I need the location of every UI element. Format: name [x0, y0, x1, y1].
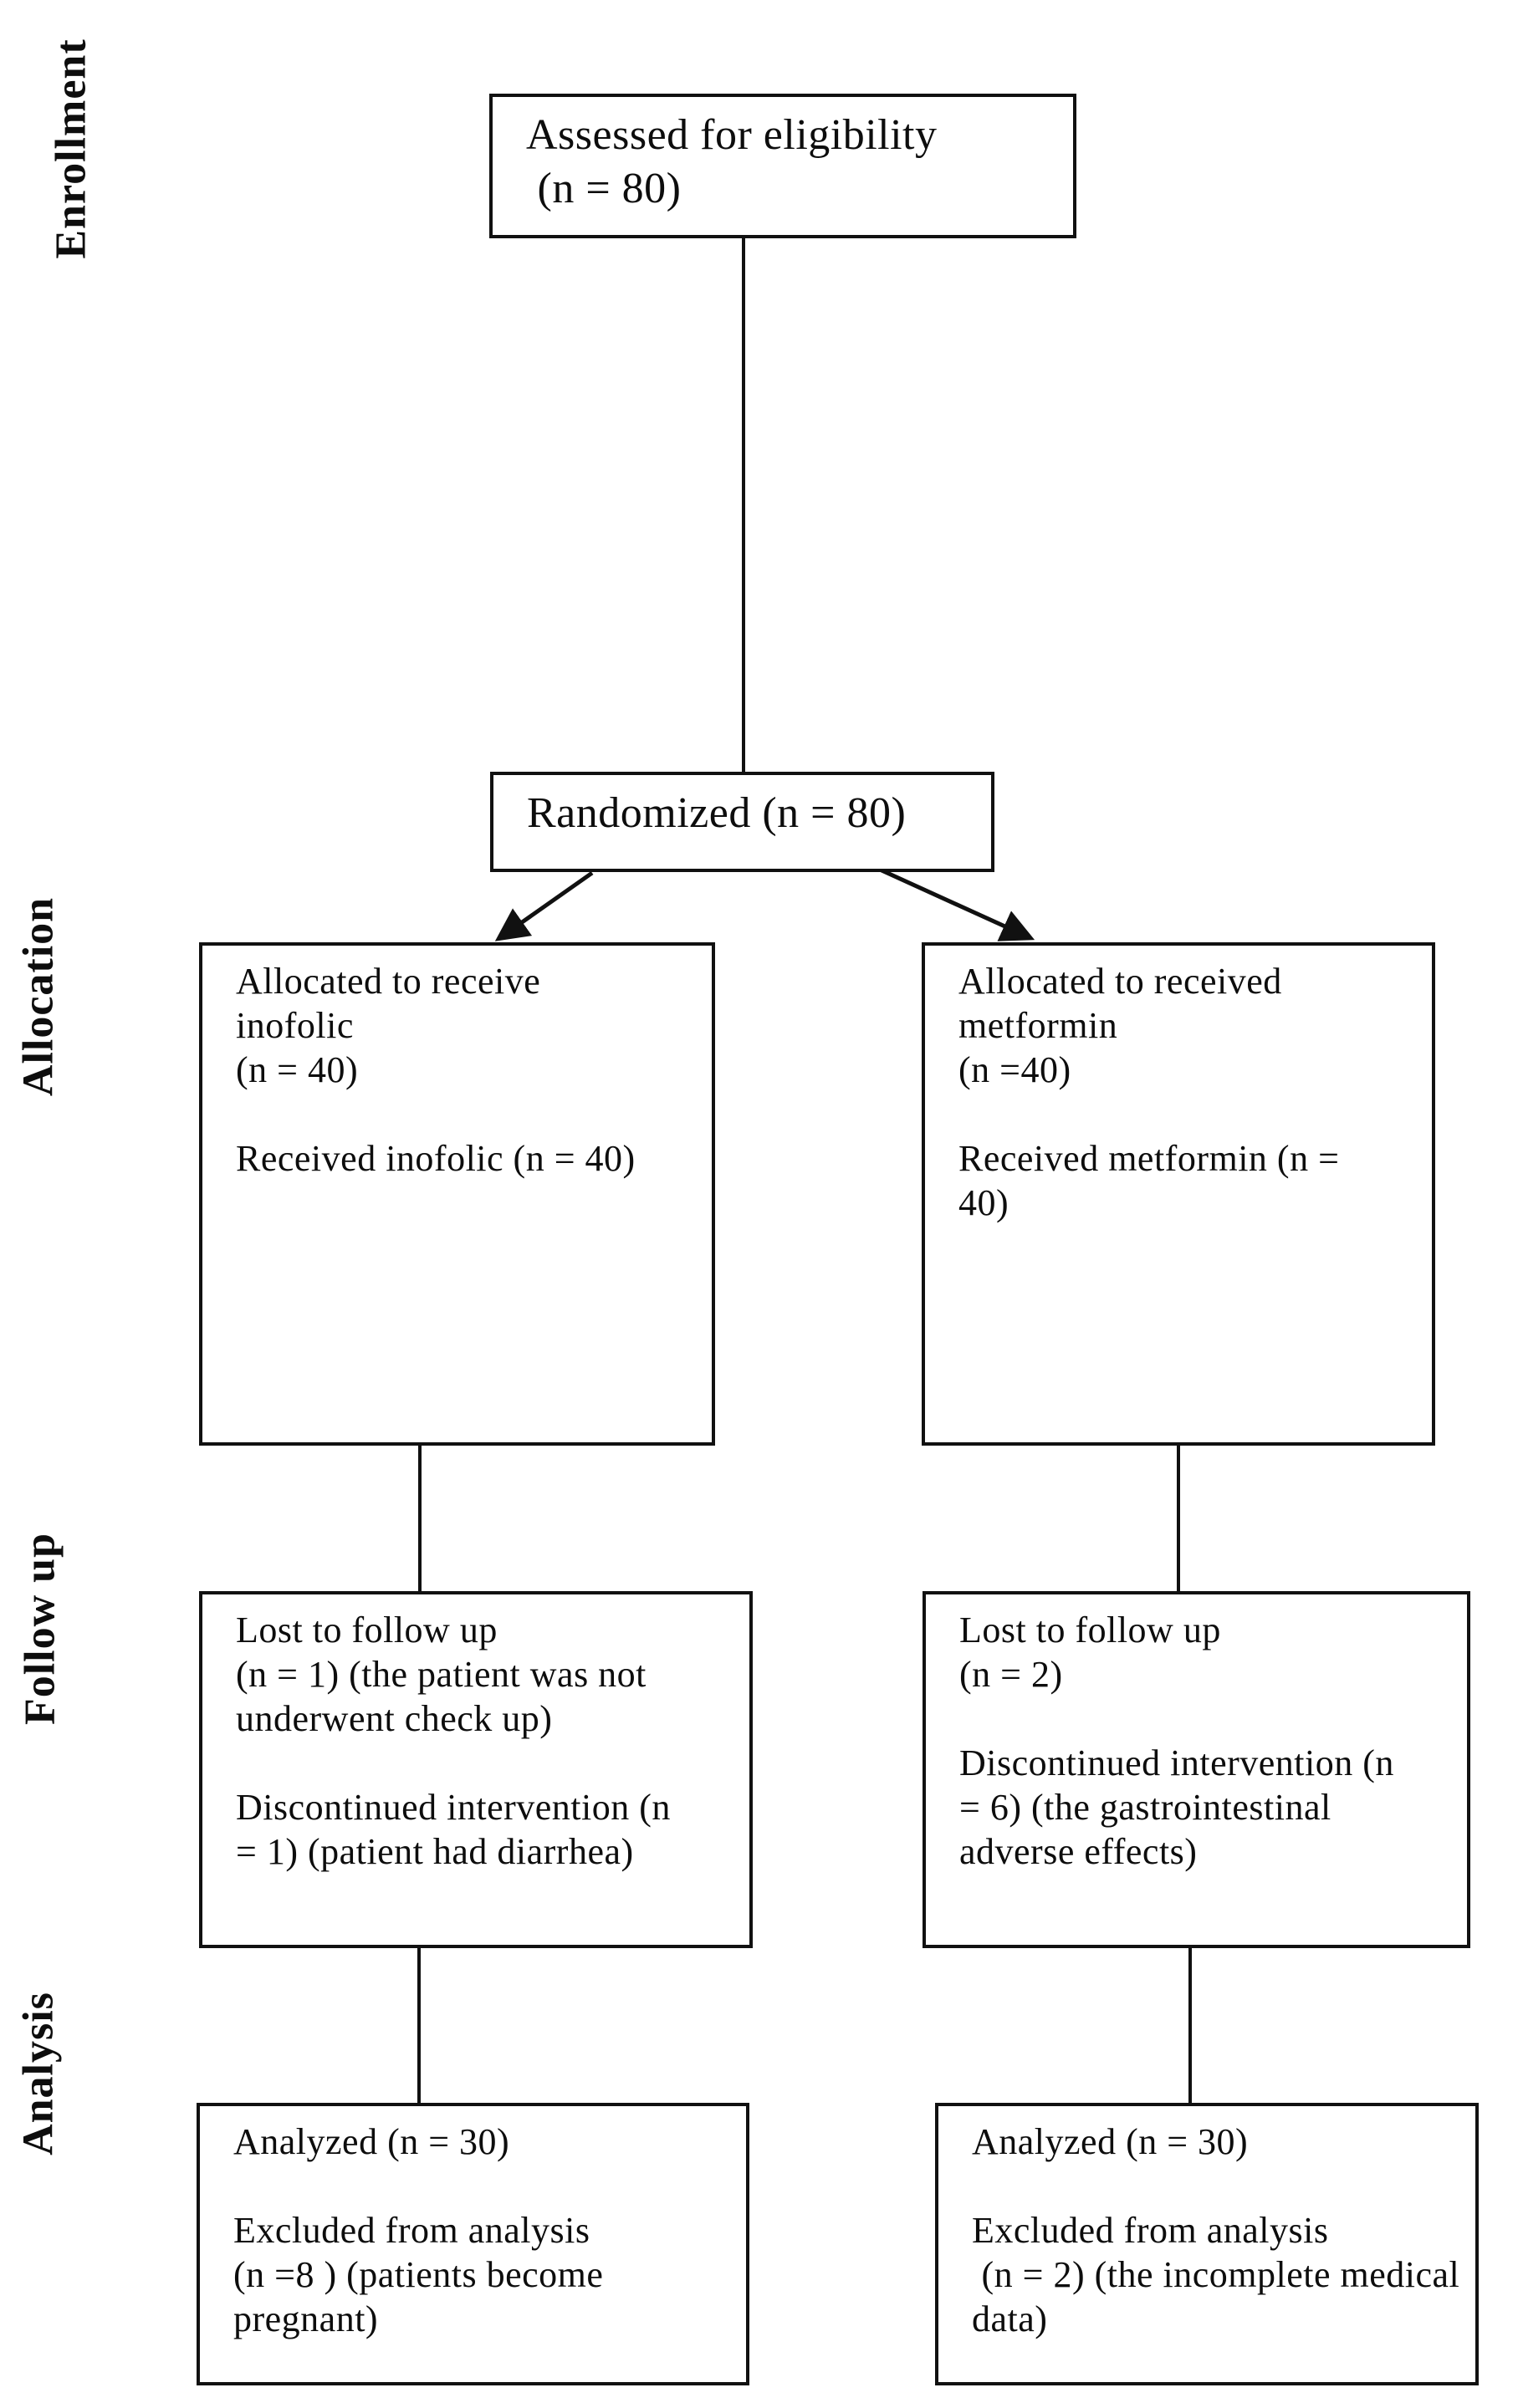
analysis-inofolic-text: Analyzed (n = 30) Excluded from analysis…: [233, 2121, 604, 2339]
stage-label-follow-up: Follow up: [16, 1532, 64, 1726]
randomized-box: Randomized (n = 80): [490, 772, 994, 872]
allocation-inofolic-text: Allocated to receive inofolic (n = 40) R…: [236, 961, 636, 1179]
stage-label-allocation: Allocation: [14, 896, 63, 1097]
followup-box-inofolic: Lost to follow up (n = 1) (the patient w…: [199, 1591, 753, 1948]
followup-metformin-text: Lost to follow up (n = 2) Discontinued i…: [959, 1610, 1394, 1872]
allocation-box-metformin: Allocated to received metformin (n =40) …: [922, 942, 1435, 1446]
analysis-metformin-text: Analyzed (n = 30) Excluded from analysis…: [972, 2121, 1460, 2339]
allocation-metformin-text: Allocated to received metformin (n =40) …: [958, 961, 1340, 1223]
analysis-box-inofolic: Analyzed (n = 30) Excluded from analysis…: [197, 2103, 749, 2385]
allocation-box-inofolic: Allocated to receive inofolic (n = 40) R…: [199, 942, 715, 1446]
followup-inofolic-text: Lost to follow up (n = 1) (the patient w…: [236, 1610, 671, 1872]
assessed-eligibility-text: Assessed for eligibility (n = 80): [526, 111, 938, 212]
connector-randomized-to-alloc-right-arrow: [878, 867, 1035, 941]
randomized-text: Randomized (n = 80): [527, 789, 907, 837]
stage-label-enrollment: Enrollment: [47, 38, 95, 259]
stage-label-analysis: Analysis: [14, 1992, 63, 2155]
followup-box-metformin: Lost to follow up (n = 2) Discontinued i…: [923, 1591, 1470, 1948]
analysis-box-metformin: Analyzed (n = 30) Excluded from analysis…: [935, 2103, 1479, 2385]
connector-randomized-to-alloc-left-arrow: [494, 870, 594, 941]
assessed-eligibility-box: Assessed for eligibility (n = 80): [489, 94, 1076, 238]
